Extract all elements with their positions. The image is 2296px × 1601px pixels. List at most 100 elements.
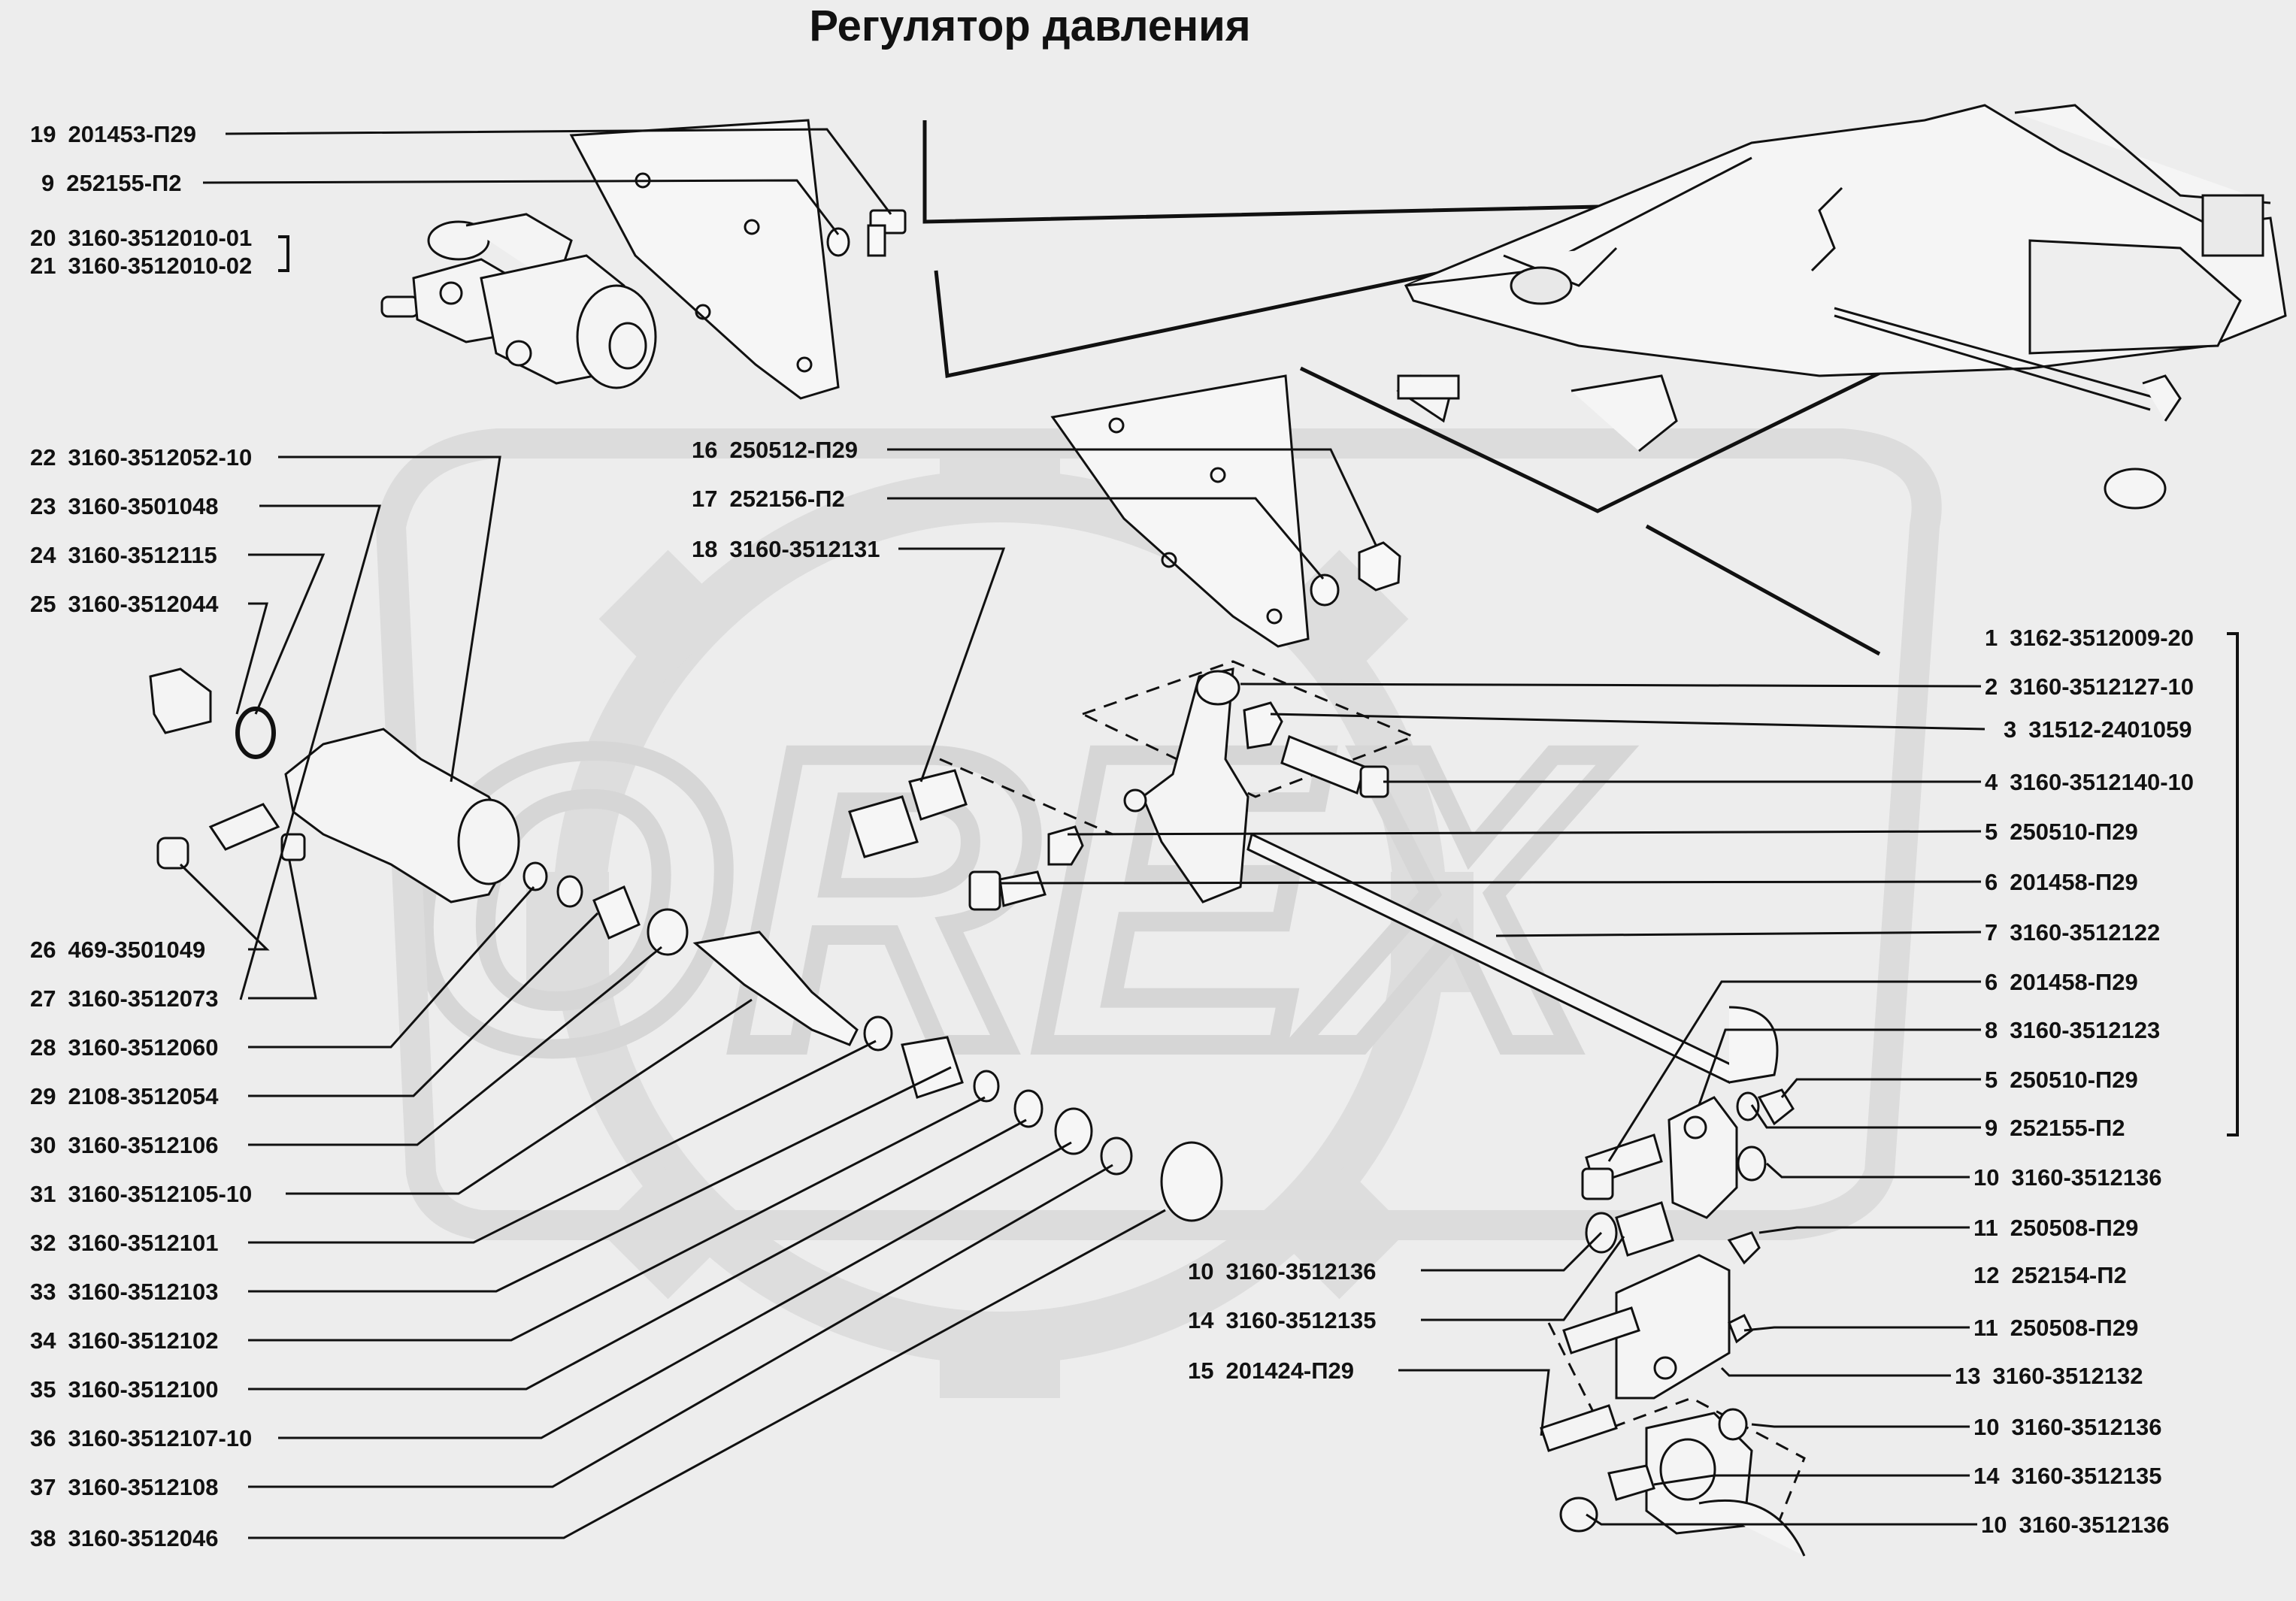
- callout-part-code: 469-3501049: [68, 937, 206, 963]
- callout-part-code: 3160-3512131: [729, 536, 880, 562]
- lever-2: [1123, 667, 1249, 903]
- leader-line: [278, 455, 501, 782]
- leader-line: [1780, 1078, 1981, 1098]
- rod-7: [1246, 832, 1779, 1084]
- callout-part-code: 250510-П29: [2010, 1067, 2138, 1093]
- callout-number: 35: [30, 1376, 56, 1403]
- bolt-18: [848, 769, 968, 858]
- callout-number: 3: [2004, 716, 2017, 743]
- leader-line: [235, 602, 268, 715]
- leader-line: [202, 179, 840, 235]
- leader-lines: [179, 128, 1986, 1539]
- callout-number: 9: [41, 170, 55, 196]
- callout-number: 6: [1985, 969, 1998, 995]
- leader-line: [999, 880, 1982, 885]
- leader-line: [1765, 1162, 1970, 1179]
- callout-number: 27: [30, 985, 56, 1012]
- callout-part-code: 2108-3512054: [68, 1083, 219, 1109]
- callout-label-6: 6 201458-П29: [1985, 968, 2138, 997]
- bracket-1: [278, 235, 2239, 1136]
- callout-part-code: 3160-3512122: [2010, 919, 2161, 946]
- leader-line: [1607, 980, 1981, 1162]
- callout-number: 29: [30, 1083, 56, 1109]
- callout-part-code: 250512-П29: [729, 437, 859, 463]
- callout-number: 9: [1985, 1115, 1998, 1141]
- callout-number: 6: [1985, 869, 1998, 895]
- callout-part-code: 201458-П29: [2010, 969, 2138, 995]
- callout-part-code: 3160-3512105-10: [68, 1181, 253, 1207]
- callout-part-code: 3160-3512073: [68, 985, 219, 1012]
- callout-number: 5: [1985, 1067, 1998, 1093]
- bracket-lower-right: [1540, 1088, 1806, 1557]
- callout-part-code: 3160-3501048: [68, 493, 219, 519]
- leader-line: [248, 886, 535, 1049]
- regulator-assembly-upper: [380, 213, 657, 389]
- leader-line: [248, 1096, 986, 1342]
- callout-part-code: 201453-П29: [68, 121, 197, 147]
- callout-number: 20: [30, 225, 56, 251]
- callout-number: 28: [30, 1034, 56, 1061]
- callout-number: 1: [1985, 625, 1998, 651]
- callout-part-code: 3160-3512136: [2011, 1164, 2162, 1191]
- regulator-assembly-lower: [149, 667, 520, 903]
- callout-number: 10: [1973, 1414, 2000, 1440]
- callout-number: 11: [1973, 1215, 1998, 1241]
- leader-line: [278, 1141, 1072, 1439]
- leader-line: [225, 128, 892, 215]
- chassis-frame: [1396, 104, 2287, 510]
- callout-number: 10: [1981, 1512, 2007, 1538]
- callout-label-35: 35 3160-3512100: [30, 1376, 218, 1404]
- leader-line: [248, 1164, 1113, 1488]
- callout-number: 10: [1973, 1164, 2000, 1191]
- leader-line: [1240, 682, 1982, 688]
- callout-part-code: 3160-3512135: [2011, 1463, 2162, 1489]
- callout-number: 25: [30, 591, 56, 617]
- leader-line: [248, 1209, 1166, 1539]
- leader-line: [1398, 1369, 1550, 1436]
- leader-line: [1270, 713, 1986, 731]
- callout-number: 14: [1188, 1307, 1214, 1333]
- callout-part-code: 3160-3512140-10: [2010, 769, 2195, 795]
- callout-label-28: 28 3160-3512060: [30, 1034, 218, 1062]
- callout-label-14: 14 3160-3512135: [1188, 1306, 1376, 1335]
- callout-number: 31: [30, 1181, 56, 1207]
- bolt-6: [968, 825, 1084, 911]
- leader-line: [1586, 1513, 1977, 1526]
- leader-line: [1495, 931, 1982, 937]
- callout-part-code: 3160-3512100: [68, 1376, 219, 1403]
- exploded-parts: [523, 861, 1223, 1222]
- callout-part-code: 3160-3512103: [68, 1279, 219, 1305]
- callout-part-code: 3160-3512060: [68, 1034, 219, 1061]
- leader-line: [239, 504, 381, 1000]
- callout-part-code: 3160-3512135: [1225, 1307, 1377, 1333]
- mounting-plate-upper: [569, 119, 840, 400]
- leader-line: [248, 860, 317, 1000]
- leader-line: [1758, 1226, 1970, 1234]
- callout-part-code: 3160-3512101: [68, 1230, 219, 1256]
